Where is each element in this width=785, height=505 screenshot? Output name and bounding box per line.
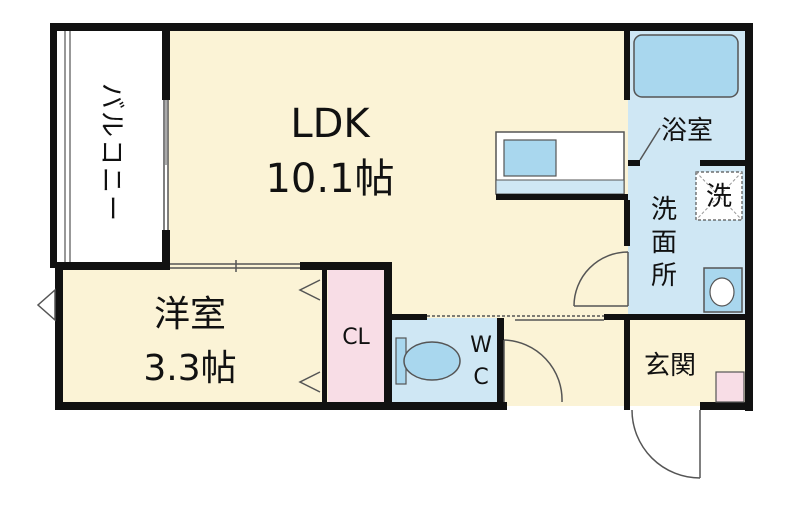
ldk-wall-left — [162, 23, 170, 100]
washer-diagonal — [695, 171, 743, 221]
hall-wall-top — [604, 314, 752, 320]
toilet-label-char: C — [473, 365, 488, 390]
balcony-label-char: バ — [96, 83, 126, 109]
kitchen-stove-area — [495, 179, 625, 195]
balcony-floor — [55, 30, 168, 268]
closet-wall-right — [384, 262, 392, 410]
shoe-cabinet — [715, 371, 745, 403]
closet-door — [298, 371, 321, 393]
outer-wall-top — [50, 23, 753, 31]
balcony-label-char: ル — [96, 111, 126, 137]
bottom-wall-right — [700, 402, 753, 410]
closet-wall-left — [322, 268, 327, 406]
kitchen-wall — [496, 194, 628, 200]
bath-wall-bottom — [628, 160, 640, 166]
washroom-label-char: 所 — [651, 261, 677, 291]
toilet-wall-top — [392, 314, 427, 320]
western-wall-top — [55, 262, 170, 270]
western-room-size: 3.3帖 — [143, 348, 236, 389]
bath-label: 浴室 — [661, 116, 713, 146]
closet-door — [298, 279, 321, 301]
entrance-wall-left — [624, 318, 630, 410]
western-wall-left — [55, 262, 63, 410]
toilet-door — [503, 339, 563, 403]
western-room-label: 洋室 — [154, 294, 226, 335]
toilet-label-char: W — [470, 333, 492, 358]
entrance-door — [631, 409, 701, 479]
toilet-bowl — [403, 341, 461, 381]
washroom-door — [573, 251, 629, 307]
ldk-label: LDK — [290, 101, 371, 147]
bath-wall-bottom-right — [700, 160, 750, 166]
outer-wall-right — [745, 23, 753, 411]
wet-area-wall-left — [624, 23, 630, 100]
washroom-label-char: 洗 — [651, 195, 677, 225]
balcony-label-char: コ — [96, 139, 126, 165]
western-wall-top-right — [300, 262, 392, 270]
washer-diagonal — [695, 171, 743, 221]
washer-label: 洗 — [706, 182, 732, 212]
bathtub — [633, 34, 739, 98]
kitchen-sink — [503, 139, 557, 177]
outer-wall-left-balcony — [50, 23, 57, 268]
ldk-wall-left-lower — [162, 230, 170, 268]
washroom-label-char: 面 — [651, 228, 677, 258]
balcony-label: バ ル コ ニ ー — [96, 83, 126, 221]
bottom-wall-left — [55, 402, 507, 410]
entrance-label: 玄関 — [644, 351, 696, 381]
balcony-label-char: ー — [96, 195, 126, 221]
bath-door — [639, 127, 661, 161]
closet-floor — [328, 268, 388, 406]
window-marker — [36, 288, 56, 322]
vanity-basin — [709, 277, 735, 307]
western-room-floor — [60, 268, 328, 406]
closet-label: CL — [342, 325, 370, 350]
ldk-size: 10.1帖 — [265, 156, 394, 202]
balcony-label-char: ニ — [96, 167, 126, 193]
wet-area-wall-left-lower — [624, 200, 630, 246]
hall-floor — [500, 318, 628, 406]
toilet-wall-right — [497, 318, 504, 410]
